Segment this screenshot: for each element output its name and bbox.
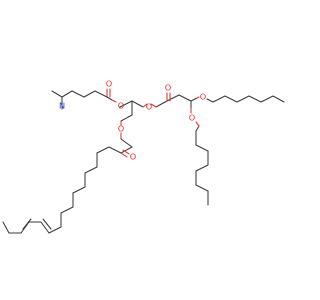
bond: [150, 103, 157, 108]
bond: [155, 100, 168, 108]
oxygen-atom: O: [106, 79, 112, 89]
molecule-structure-diagram: N O O O O O O O O: [2, 79, 285, 234]
oxygen-atom: O: [165, 83, 171, 93]
bond: [166, 94, 180, 102]
bond: [224, 95, 238, 103]
bond: [190, 97, 198, 102]
bond: [195, 125, 200, 132]
bond: [94, 90, 108, 98]
bond: [196, 96, 200, 99]
alkene-bond: [22, 218, 32, 230]
bond: [72, 186, 86, 194]
bond: [195, 164, 209, 172]
nitrogen-atom: N: [59, 101, 65, 111]
bond: [142, 103, 148, 108]
oxygen-atom: O: [118, 124, 124, 134]
bond: [60, 206, 74, 214]
oxygen-bonds: [106, 96, 200, 148]
oxygen-atom: O: [189, 113, 195, 123]
bond: [111, 99, 117, 103]
bond: [84, 166, 98, 174]
oxygen-atom: O: [118, 101, 124, 111]
bond: [83, 90, 96, 98]
bond: [131, 100, 144, 108]
carbon-skeleton: [2, 90, 285, 234]
bond: [195, 144, 209, 152]
double-bonds: [22, 88, 171, 230]
bond: [120, 138, 133, 148]
oxygen-atom: O: [130, 152, 136, 162]
bond: [236, 95, 250, 103]
bond: [272, 95, 285, 103]
bond: [40, 221, 50, 234]
bond: [178, 94, 192, 102]
bond: [61, 90, 73, 98]
atom-labels: N O O O O O O O O: [59, 79, 206, 162]
bond: [206, 98, 214, 103]
bond: [71, 90, 85, 98]
bond: [260, 95, 274, 103]
bond: [48, 226, 62, 234]
bond: [51, 90, 63, 98]
alkene-bond: [42, 218, 52, 230]
bond: [212, 95, 226, 103]
bond: [2, 221, 10, 234]
oxygen-atom: O: [146, 102, 152, 112]
bond: [96, 146, 110, 154]
bond: [120, 146, 133, 154]
oxygen-atom: O: [200, 92, 206, 102]
carbonyl-bond: [120, 152, 128, 158]
bond: [119, 100, 133, 108]
carbonyl-bond: [122, 149, 130, 155]
bond: [248, 95, 262, 103]
bond: [195, 184, 209, 192]
bond: [120, 114, 133, 122]
bond: [195, 121, 200, 127]
bond: [108, 146, 122, 154]
bond: [106, 96, 113, 101]
